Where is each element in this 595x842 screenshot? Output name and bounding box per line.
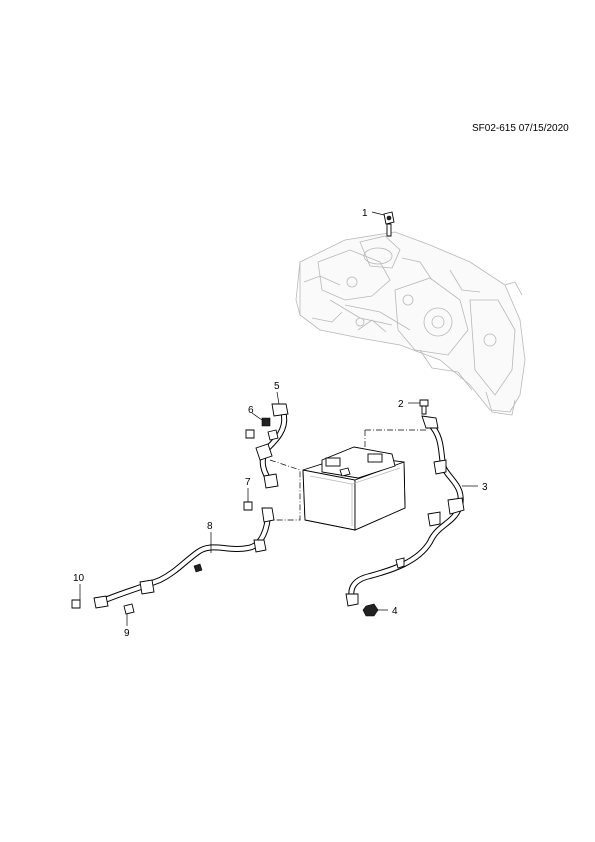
cable-assembly-part-3 [345,415,465,607]
callout-4: 4 [392,606,398,617]
bolt-part-10 [71,599,81,609]
callout-9: 9 [124,628,130,639]
callout-5: 5 [274,381,280,392]
connection-guide-lines [269,429,428,521]
stud-part-1 [383,211,395,237]
bolt-part-6 [245,417,279,441]
callout-1: 1 [362,208,368,219]
battery [302,446,406,531]
nut-part-7 [243,501,253,511]
callout-3: 3 [482,482,488,493]
nut-part-9 [123,603,135,615]
callout-leaders [79,211,478,626]
callout-10: 10 [73,573,85,584]
diagram-reference-code: SF02-615 07/15/2020 [472,123,569,134]
nut-part-4 [362,603,379,617]
callout-7: 7 [245,477,251,488]
cable-part-5 [255,403,289,489]
engine-compartment-ghost [295,231,526,416]
callout-8: 8 [207,521,213,532]
bolt-part-2 [419,399,429,415]
callout-6: 6 [248,405,254,416]
cable-part-8 [93,507,275,609]
callout-2: 2 [398,399,404,410]
